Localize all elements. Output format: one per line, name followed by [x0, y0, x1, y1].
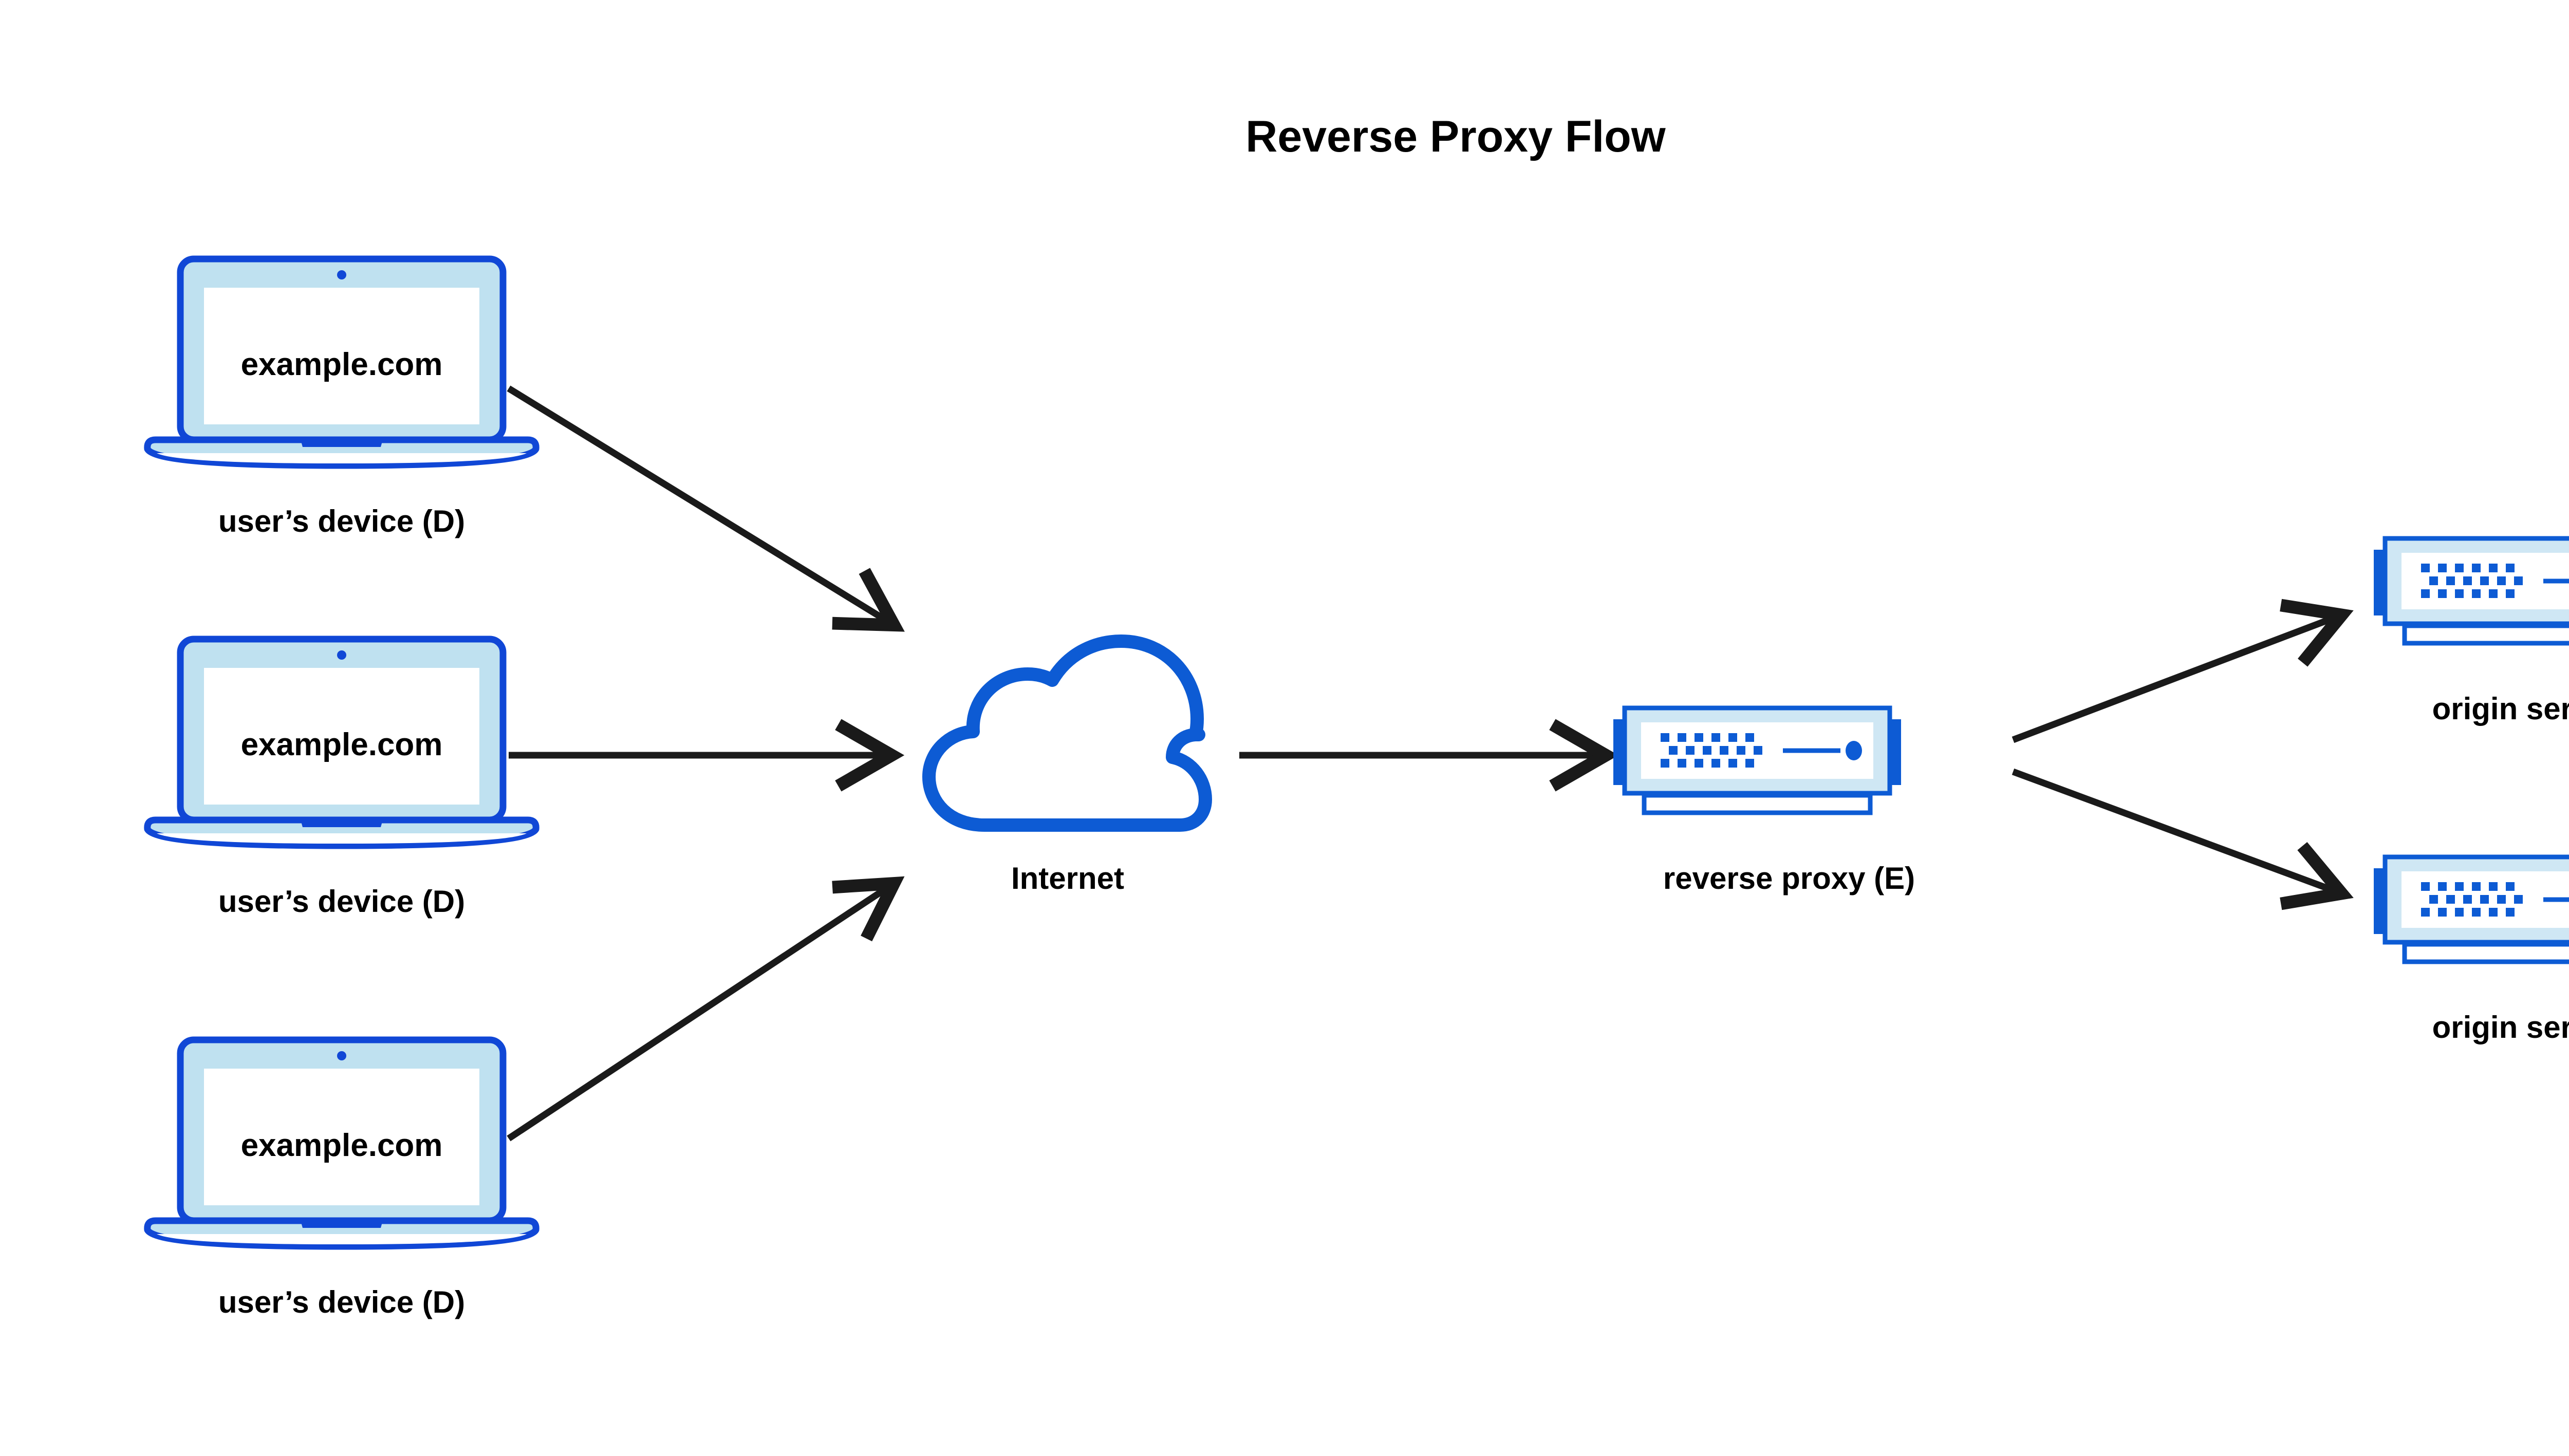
device-screen-text: example.com	[241, 1128, 443, 1163]
device-screen-text: example.com	[241, 347, 443, 382]
device-screen-text: example.com	[241, 727, 443, 762]
node-user-device-middle[interactable]: example.com user’s device (D)	[147, 639, 536, 919]
edge-proxy-to-origin-top	[2012, 599, 2354, 743]
proxy-label: reverse proxy (E)	[1663, 861, 1915, 895]
node-reverse-proxy[interactable]: reverse proxy (E)	[1613, 708, 1915, 895]
device-label: user’s device (D)	[218, 504, 465, 538]
node-origin-server-top[interactable]: origin server (F)	[2374, 538, 2569, 726]
edge-device-bottom-to-internet	[507, 876, 905, 1142]
node-origin-server-bottom[interactable]: origin server (F)	[2374, 857, 2569, 1044]
node-user-device-top[interactable]: example.com user’s device (D)	[147, 259, 536, 538]
node-user-device-bottom[interactable]: example.com user’s device (D)	[147, 1040, 536, 1319]
device-label: user’s device (D)	[218, 884, 465, 919]
edge-proxy-to-origin-bottom	[2012, 768, 2354, 910]
edge-device-top-to-internet	[507, 385, 905, 632]
origin-label: origin server (F)	[2432, 692, 2569, 726]
origin-label: origin server (F)	[2432, 1010, 2569, 1044]
page-title: Reverse Proxy Flow	[1245, 112, 1666, 161]
node-internet-cloud[interactable]: Internet	[929, 641, 1205, 895]
cloud-label: Internet	[1011, 861, 1124, 895]
connector-layer	[507, 385, 2354, 1142]
device-label: user’s device (D)	[218, 1285, 465, 1319]
